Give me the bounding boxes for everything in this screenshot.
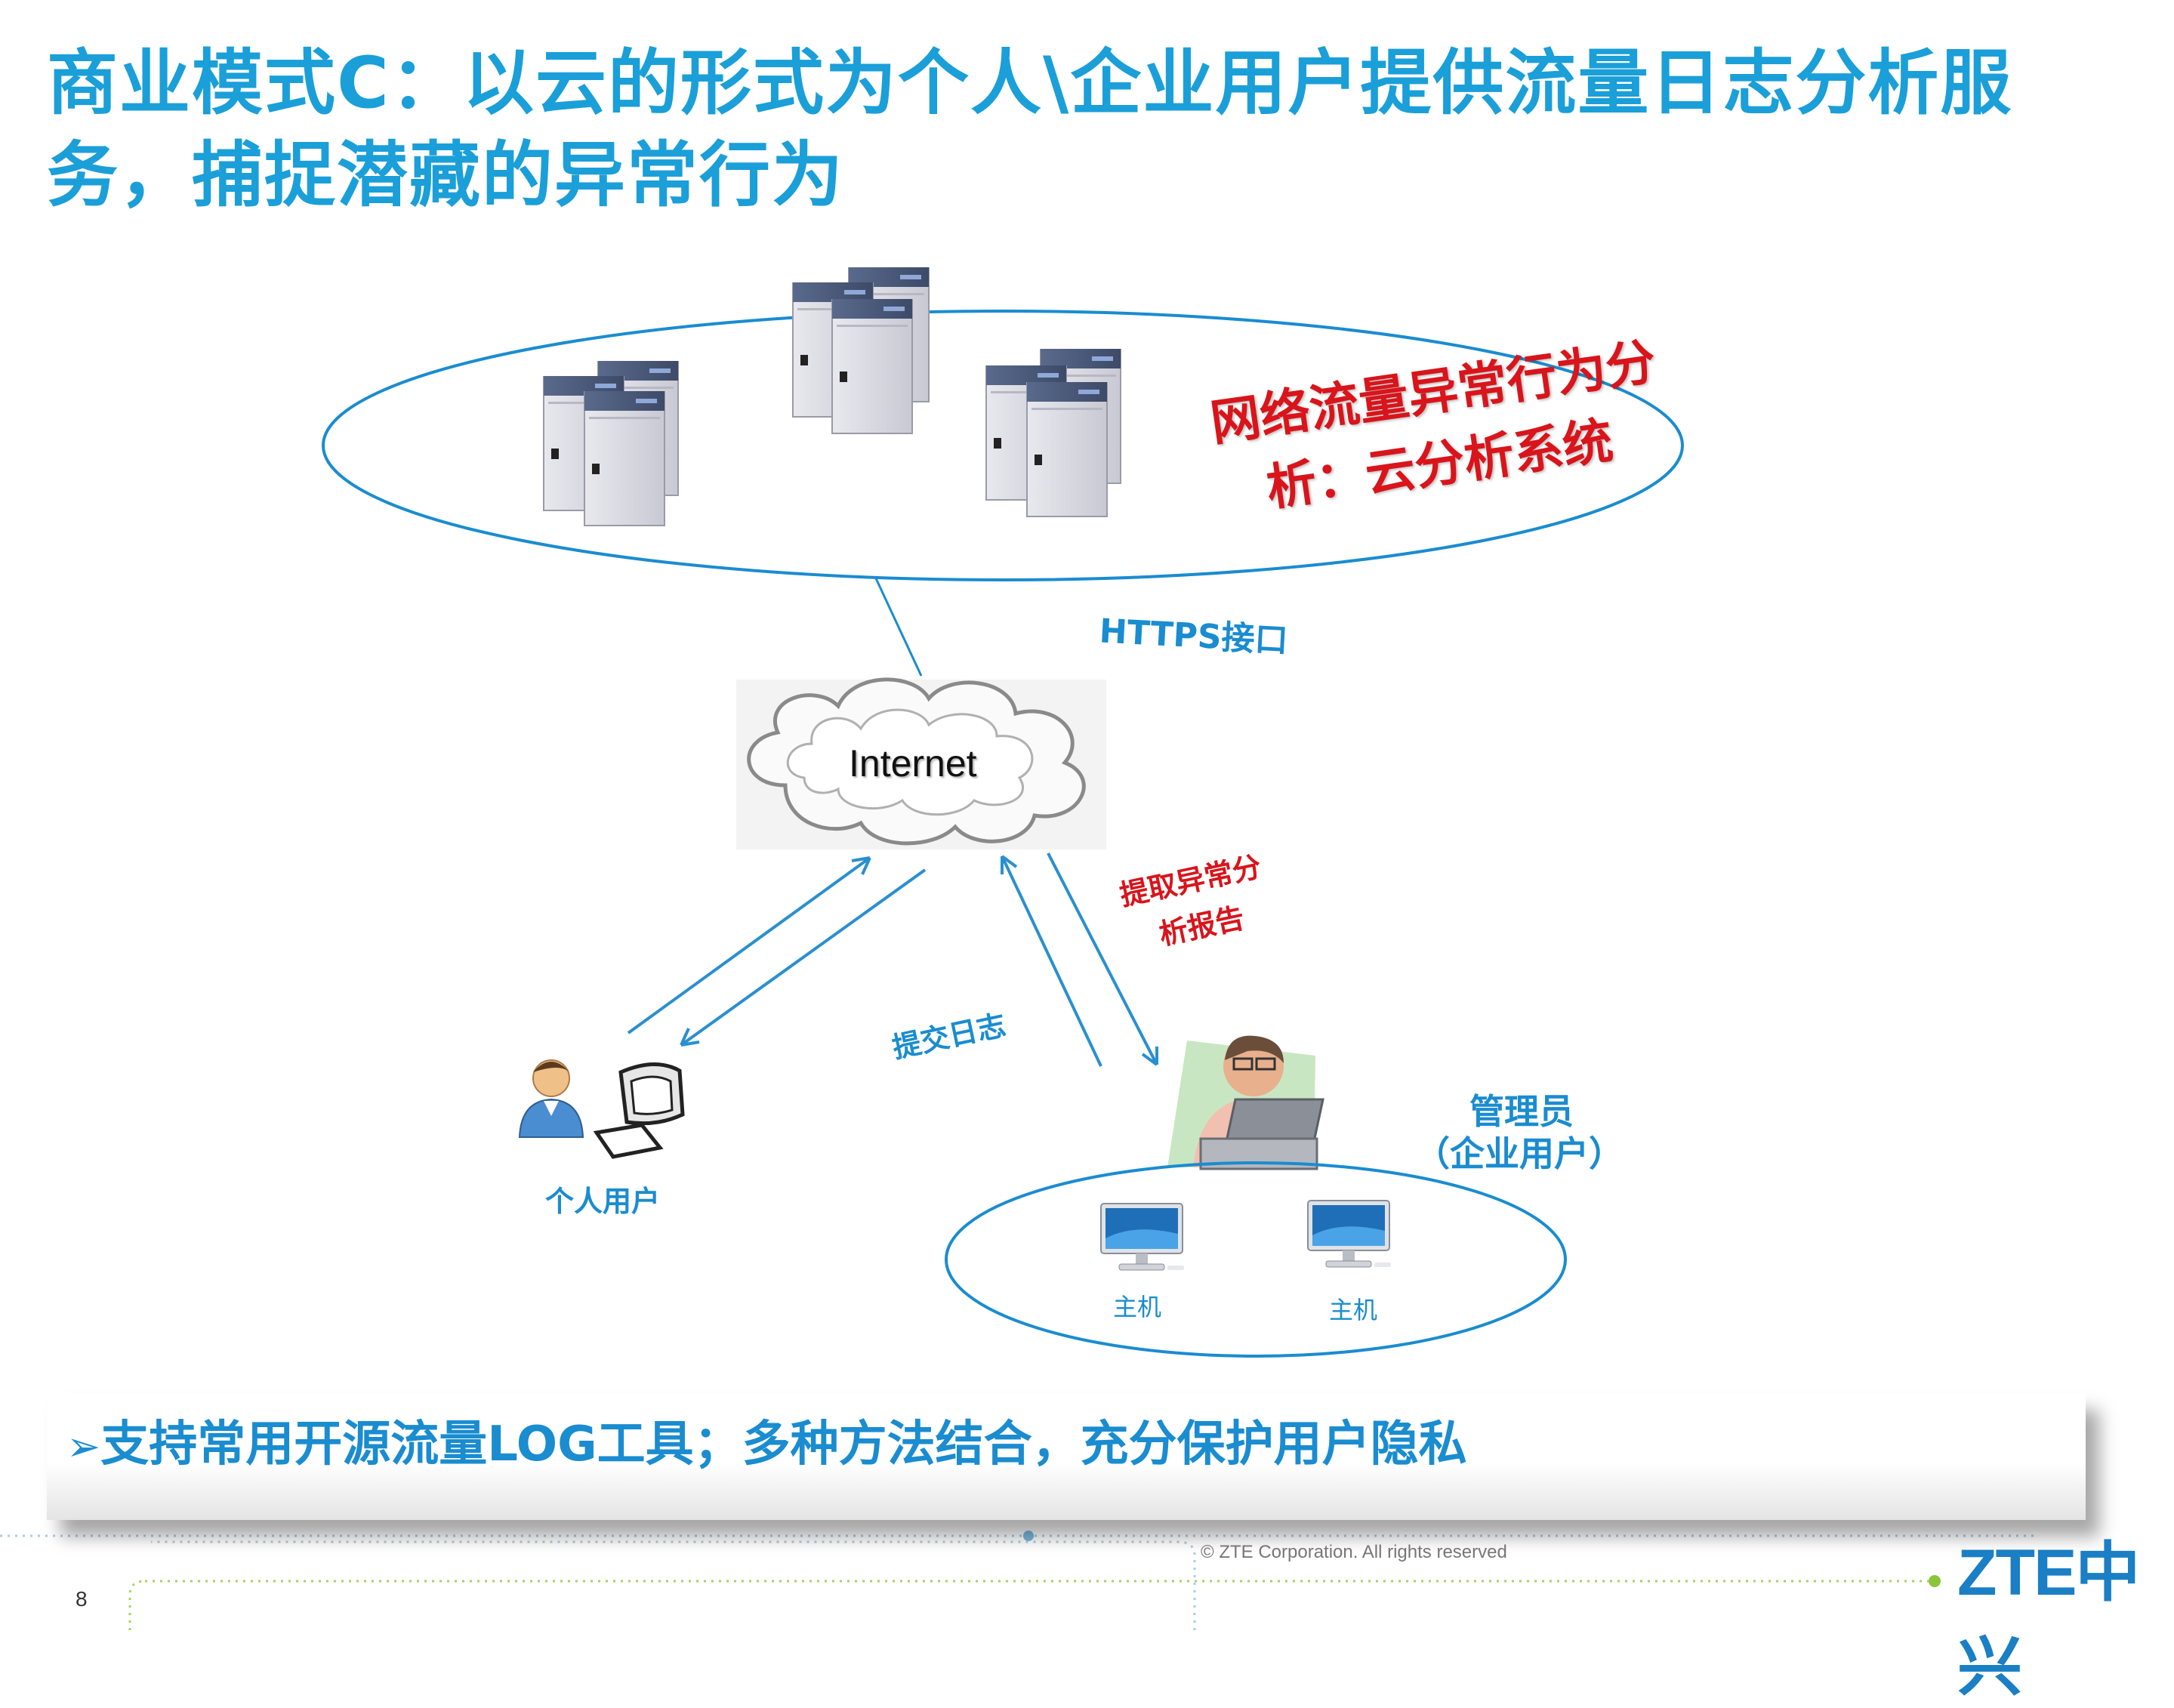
host-computer-2 [1307, 1200, 1392, 1268]
architecture-diagram [0, 267, 2039, 1630]
server-cluster-right [985, 349, 1121, 517]
host1-label: 主机 [1113, 1293, 1162, 1321]
bottom-highlight-panel [47, 1393, 2086, 1520]
admin-label-line1: 管理员 [1469, 1091, 1574, 1132]
admin-illustration [1167, 1035, 1324, 1170]
copyright-text: © ZTE Corporation. All rights reserved [1201, 1542, 1507, 1562]
bullet-text: 支持常用开源流量LOG工具；多种方法结合，充分保护用户隐私 [100, 1417, 1467, 1472]
footer-decoration [0, 1531, 2039, 1630]
slide-title: 商业模式C：以云的形式为个人\企业用户提供流量日志分析服务，捕捉潜藏的异常行为 [47, 42, 2013, 217]
zte-logo: ZTE中兴 [1957, 1537, 2140, 1703]
personal-computer-icon [593, 1062, 685, 1159]
server-cluster-center [792, 267, 930, 434]
page-number: 8 [76, 1587, 88, 1611]
https-interface-label: HTTPS接口 [1098, 612, 1289, 661]
personal-user-label: 个人用户 [545, 1185, 661, 1218]
bullet-point: ➢支持常用开源流量LOG工具；多种方法结合，充分保护用户隐私 [66, 1410, 1467, 1481]
internet-cloud [736, 677, 1106, 849]
host-computer-1 [1100, 1203, 1185, 1271]
server-cluster-left [543, 361, 679, 526]
cloud-system-boundary [322, 310, 1684, 581]
internet-label: Internet [849, 742, 977, 785]
enterprise-network-boundary [945, 1161, 1567, 1358]
https-connector [874, 578, 923, 677]
admin-label-line2: （企业用户） [1415, 1133, 1624, 1174]
personal-user-icon [518, 1059, 584, 1138]
bullet-arrow-icon: ➢ [66, 1423, 101, 1470]
data-flow-arrows [627, 852, 1158, 1067]
host2-label: 主机 [1329, 1296, 1378, 1324]
